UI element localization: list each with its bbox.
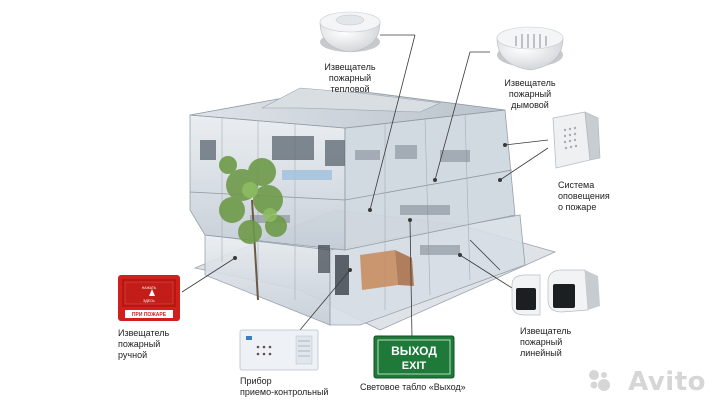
call-point-text-bottom: ПРИ ПОЖАРЕ (132, 312, 167, 318)
call-point-text-mid: ЗДЕСЬ (143, 299, 155, 303)
exit-sign-icon (373, 335, 455, 379)
beam-detector-label: Извещатель пожарный линейный (520, 326, 572, 358)
avito-watermark: Avito (628, 367, 706, 397)
control-panel-icon (239, 329, 319, 371)
heat-detector-icon (319, 11, 381, 53)
leader-dots (233, 143, 507, 272)
beam-detector-icon (511, 269, 600, 316)
exit-sign-text-ru: ВЫХОД (391, 344, 437, 358)
smoke-detector-label: Извещатель пожарный дымовой (504, 78, 556, 110)
alarm-speaker-icon (552, 111, 601, 169)
control-panel-label: Прибор приемо-контрольный (240, 376, 329, 397)
exit-sign-caption: Световое табло «Выход» (360, 382, 466, 392)
avito-logo-icon (589, 370, 610, 391)
call-point-text-top: НАЖАТЬ (142, 286, 157, 290)
manual-call-point-label: Извещатель пожарный ручной (118, 328, 170, 360)
building-illustration (189, 87, 557, 331)
heat-detector-label: Извещатель пожарный тепловой (324, 62, 376, 94)
alert-system-label: Система оповещения о пожаре (558, 180, 610, 212)
leader-lines (181, 34, 549, 339)
tree-illustration (219, 156, 287, 301)
manual-call-point-icon (118, 275, 180, 321)
smoke-detector-icon (496, 26, 564, 71)
exit-sign-text-en: EXIT (402, 360, 427, 372)
